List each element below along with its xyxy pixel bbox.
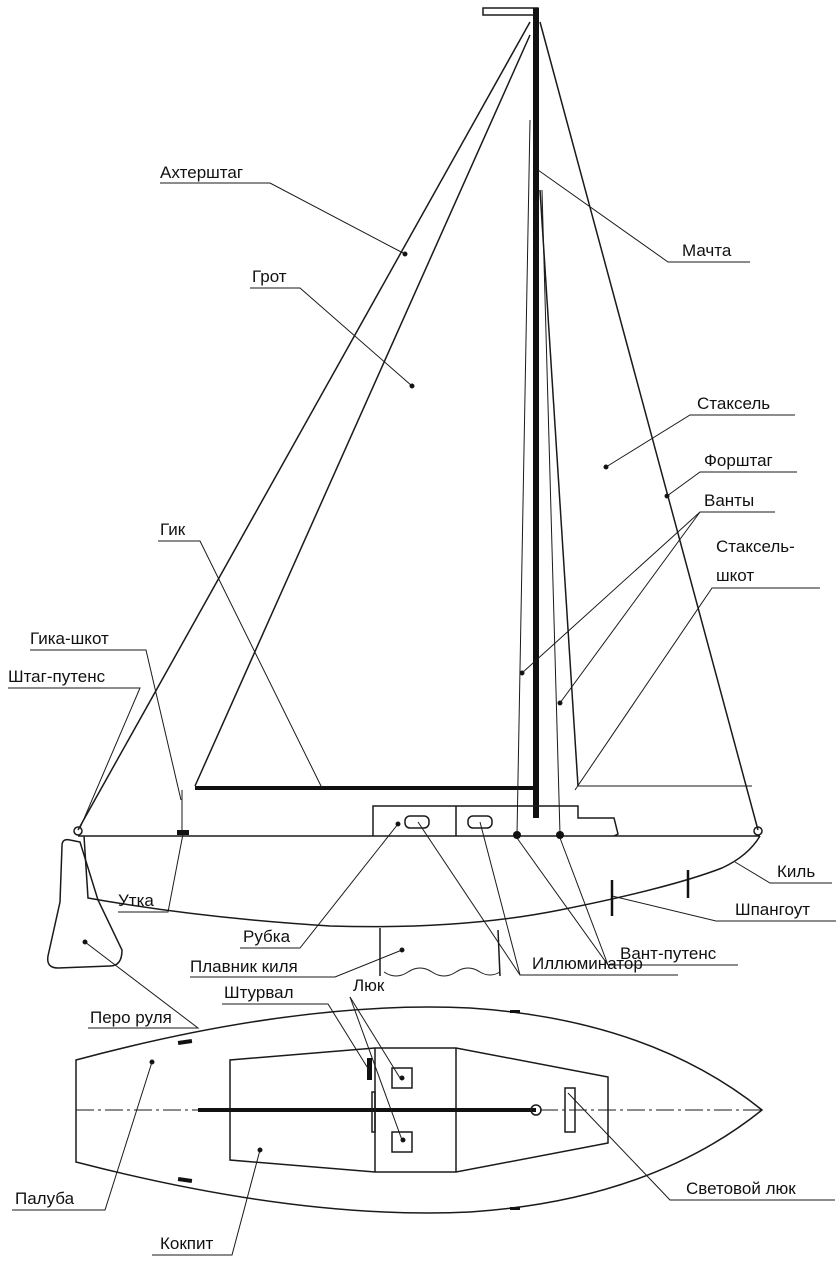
label-staksel-shkot-line1: Стаксель- (716, 537, 795, 556)
leader-kil (734, 861, 832, 884)
leader-illyum-2 (479, 821, 521, 976)
label-machta: Мачта (682, 241, 732, 260)
label-shturval: Штурвал (224, 983, 294, 1002)
leader-shtag-putens (8, 687, 141, 829)
leader-lines (8, 169, 836, 1256)
forestay (539, 21, 759, 831)
bow-fitting (753, 826, 763, 836)
label-utka: Утка (118, 891, 154, 910)
leader-achtershtag (160, 182, 406, 255)
leader-grot (250, 287, 413, 387)
backstay (77, 21, 531, 831)
deck-cleat-1 (177, 1039, 193, 1045)
label-paluba: Палуба (15, 1189, 75, 1208)
leader-vanty-2 (559, 511, 701, 704)
hatch-1 (391, 1067, 413, 1089)
label-vant-putens: Вант-путенс (620, 944, 717, 963)
cockpit-outline (229, 1047, 609, 1173)
label-forshtag: Форштаг (704, 451, 773, 470)
leader-rubka (240, 823, 399, 949)
leader-pero (84, 941, 200, 1029)
leader-staksel (605, 414, 795, 468)
porthole-2 (467, 815, 493, 829)
leader-lyuk-2 (349, 996, 403, 1141)
leader-gika-shkot (30, 649, 182, 801)
skylight (564, 1087, 576, 1133)
keel-fin (379, 928, 501, 977)
leader-forshtag (666, 471, 797, 497)
tiller (367, 1058, 372, 1080)
leader-svetovoy (567, 1092, 835, 1201)
label-staksel-shkot-line2: шкот (716, 566, 754, 585)
chainplate-2 (556, 831, 564, 839)
label-staksel: Стаксель (697, 394, 770, 413)
label-kokpit: Кокпит (160, 1234, 213, 1253)
label-achtershtag: Ахтерштаг (160, 163, 243, 182)
tiller-bar (371, 1091, 376, 1133)
leader-dot (409, 383, 415, 389)
deck-outline (75, 1006, 764, 1214)
leader-paluba (12, 1061, 153, 1211)
hatch-2 (391, 1131, 413, 1153)
masthead-crossbar (482, 7, 539, 16)
leader-lyuk-1 (349, 996, 401, 1079)
leader-dot (257, 1147, 263, 1153)
deck-cleat-4 (510, 1207, 520, 1210)
chainplate-1 (513, 831, 521, 839)
leader-dot (519, 670, 525, 676)
mast-top-view (530, 1104, 542, 1116)
deck-cleat-2 (177, 1177, 193, 1183)
cleat (177, 830, 189, 835)
leader-dot (149, 1059, 155, 1065)
leader-staksel-shkot (574, 587, 820, 791)
label-shtag-putens: Штаг-путенс (8, 667, 106, 686)
leader-dot (395, 821, 401, 827)
shroud-aft (516, 119, 531, 835)
leader-shturval (222, 1003, 370, 1071)
label-kil: Киль (777, 862, 815, 881)
leader-dot (557, 700, 563, 706)
leader-dot (603, 464, 609, 470)
label-lyuk: Люк (353, 976, 385, 995)
label-vanty: Ванты (704, 491, 754, 510)
shroud-fwd (541, 189, 561, 835)
leader-dot (399, 947, 405, 953)
mainsail-leech (194, 34, 531, 787)
label-shpangout: Шпангоут (735, 900, 810, 919)
label-gika-shkot: Гика-шкот (30, 629, 109, 648)
leader-dot (399, 1075, 405, 1081)
top-view (75, 1006, 764, 1214)
label-gik: Гик (160, 520, 186, 539)
hull (83, 835, 761, 928)
waterline-wave (383, 967, 501, 977)
label-plavnik-kilya: Плавник киля (190, 957, 298, 976)
jib-leech (539, 189, 579, 787)
label-svetovoy-lyuk: Световой люк (686, 1179, 796, 1198)
leader-kokpit (152, 1149, 261, 1256)
label-illyuminator: Иллюминатор (532, 954, 643, 973)
leader-gik (158, 540, 323, 789)
leader-plavnik (190, 949, 403, 978)
porthole-1 (404, 815, 430, 829)
leader-dot (82, 939, 88, 945)
leader-dot (664, 493, 670, 499)
labels: Ахтерштаг Грот Мачта Стаксель Форштаг Ва… (8, 163, 815, 1253)
leader-shpangout (611, 895, 836, 922)
leader-machta (537, 169, 750, 263)
deckhouse (372, 805, 619, 837)
leader-dot (402, 251, 408, 257)
deck-cleat-3 (510, 1010, 520, 1013)
label-rubka: Рубка (243, 927, 291, 946)
label-grot: Грот (252, 267, 287, 286)
leader-dot (400, 1137, 406, 1143)
label-pero-rulya: Перо руля (90, 1008, 172, 1027)
leader-utka (118, 833, 184, 913)
rudder (46, 838, 123, 969)
side-view (46, 7, 763, 977)
leader-vant-putens-2 (559, 837, 609, 966)
stern-fitting (73, 826, 83, 836)
